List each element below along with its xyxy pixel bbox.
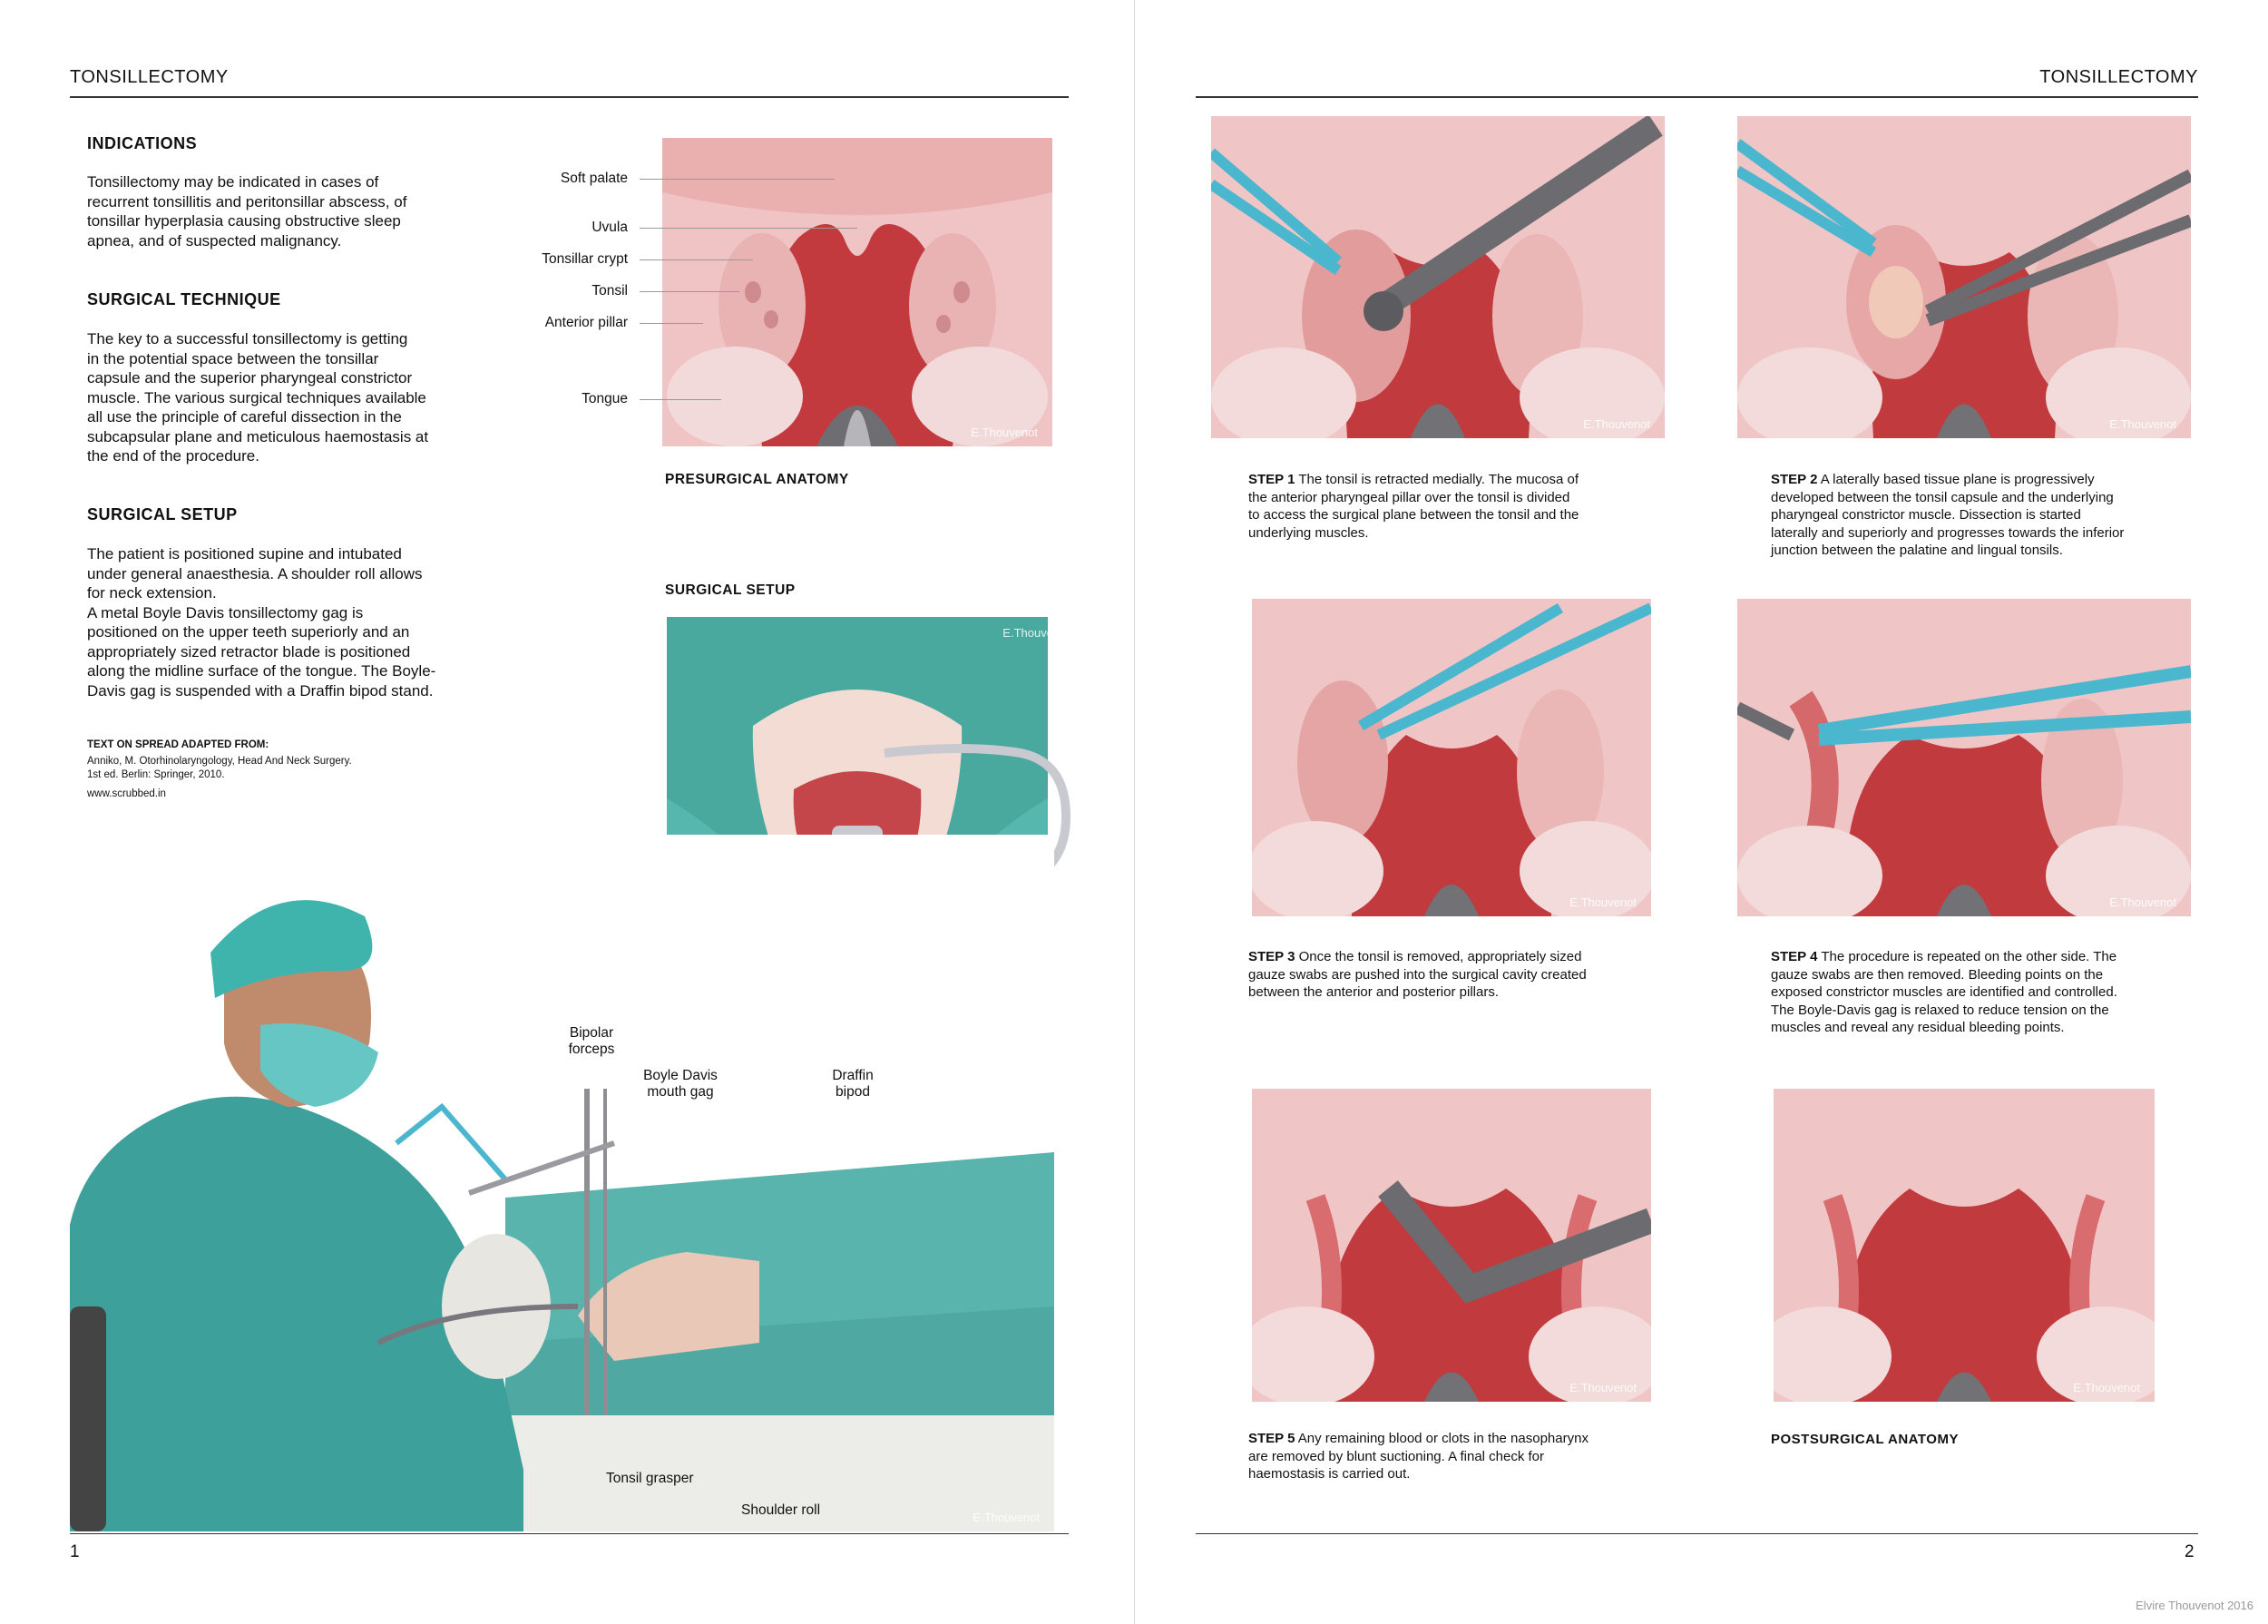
source-line: 1st ed. Berlin: Springer, 2010. [87, 769, 225, 780]
watermark: E.Thouvenot [971, 426, 1038, 439]
page-divider [1134, 0, 1135, 1624]
source-url: www.scrubbed.in [87, 788, 166, 799]
label-draffin-bipod: Draffin bipod [832, 1068, 874, 1100]
label-shoulder-roll: Shoulder roll [741, 1502, 821, 1518]
technique-text: The key to a successful tonsillectomy is… [87, 330, 429, 465]
left-page-header: TONSILLECTOMY [70, 67, 229, 87]
step-3-illustration: E.Thouvenot [1252, 599, 1651, 916]
presurgical-caption: PRESURGICAL ANATOMY [665, 472, 849, 487]
step-1-text: STEP 1 The tonsil is retracted medially.… [1248, 472, 1579, 541]
step-4-illustration: E.Thouvenot [1737, 599, 2191, 916]
label-boyle-davis-mouth-gag: Boyle Davis mouth gag [643, 1068, 718, 1100]
step-4-text: STEP 4 The procedure is repeated on the … [1771, 949, 2117, 1035]
watermark: E.Thouvenot [2109, 417, 2176, 431]
label-anterior-pillar: Anterior pillar [544, 315, 628, 330]
right-footer-rule [1196, 1533, 2198, 1534]
leader-line [640, 228, 857, 229]
indications-text: Tonsillectomy may be indicated in cases … [87, 173, 407, 249]
leader-line [640, 259, 753, 260]
left-footer-rule [70, 1533, 1069, 1534]
step-5-illustration: E.Thouvenot [1252, 1089, 1651, 1402]
watermark: E.Thouvenot [1002, 626, 1070, 640]
surgeon-patient-illustration: E.Thouvenot [70, 835, 1054, 1531]
watermark: E.Thouvenot [2109, 895, 2176, 909]
label-tonsil: Tonsil [591, 283, 628, 298]
left-page-number: 1 [70, 1542, 80, 1561]
watermark: E.Thouvenot [1569, 895, 1637, 909]
technique-heading: SURGICAL TECHNIQUE [87, 290, 281, 308]
leader-line [640, 291, 739, 292]
setup-heading: SURGICAL SETUP [87, 505, 238, 523]
postsurgical-anatomy-illustration: E.Thouvenot [1774, 1089, 2155, 1402]
watermark: E.Thouvenot [1583, 417, 1650, 431]
label-soft-palate: Soft palate [560, 171, 628, 186]
step-2-text: STEP 2 A laterally based tissue plane is… [1771, 472, 2125, 558]
right-header-rule [1196, 96, 2198, 98]
watermark: E.Thouvenot [973, 1511, 1040, 1524]
watermark: E.Thouvenot [1569, 1381, 1637, 1394]
step-3-text: STEP 3 Once the tonsil is removed, appro… [1248, 949, 1587, 1000]
step-1-illustration: E.Thouvenot [1211, 116, 1665, 438]
watermark: E.Thouvenot [2073, 1381, 2140, 1394]
artist-credit: Elvire Thouvenot 2016 [2136, 1599, 2253, 1612]
surgical-setup-caption: SURGICAL SETUP [665, 582, 796, 598]
label-tonsil-grasper: Tonsil grasper [606, 1471, 694, 1486]
indications-heading: INDICATIONS [87, 134, 198, 152]
postsurgical-caption: POSTSURGICAL ANATOMY [1771, 1432, 1959, 1447]
setup-text: The patient is positioned supine and int… [87, 545, 436, 699]
source-line: Anniko, M. Otorhinolaryngology, Head And… [87, 756, 352, 767]
leader-line [640, 179, 835, 180]
label-uvula: Uvula [591, 220, 628, 235]
label-bipolar-forceps: Bipolar forceps [568, 1025, 615, 1057]
right-page-header: TONSILLECTOMY [2039, 67, 2198, 87]
right-page-number: 2 [2185, 1542, 2195, 1561]
source-heading: TEXT ON SPREAD ADAPTED FROM: [87, 739, 269, 750]
step-2-illustration: E.Thouvenot [1737, 116, 2191, 438]
label-tonsillar-crypt: Tonsillar crypt [542, 251, 628, 267]
step-5-text: STEP 5 Any remaining blood or clots in t… [1248, 1431, 1589, 1482]
leader-line [640, 323, 703, 324]
label-tongue: Tongue [582, 391, 628, 406]
presurgical-anatomy-illustration: E.Thouvenot [662, 138, 1052, 446]
leader-line [640, 399, 721, 400]
left-header-rule [70, 96, 1069, 98]
